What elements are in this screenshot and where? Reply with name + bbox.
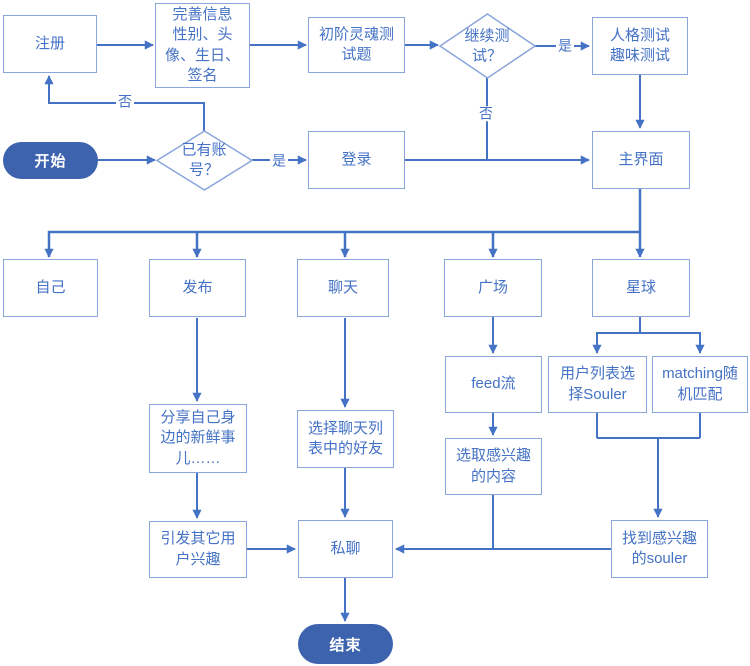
node-matching: matching随 机匹配 xyxy=(652,356,748,413)
continue-test-text: 继续测 试？ xyxy=(464,27,510,65)
node-share-label: 分享自己身 边的新鲜事 儿…… xyxy=(160,408,236,467)
node-square: 广场 xyxy=(444,259,542,317)
node-start: 开始 xyxy=(3,142,98,179)
node-register-label: 注册 xyxy=(34,34,65,52)
node-find-souler: 找到感兴趣 的souler xyxy=(611,520,708,578)
edge-label-continue-no: 否 xyxy=(477,105,495,122)
node-user-list-label: 用户列表选 择Souler xyxy=(559,365,635,403)
node-feed-label: feed流 xyxy=(471,375,516,393)
node-personality-test-label: 人格测试 趣味测试 xyxy=(609,26,670,64)
node-profile: 完善信息 性别、头 像、生日、 签名 xyxy=(155,3,250,88)
decision-continue-test xyxy=(438,13,537,79)
has-account-text: 已有账 号？ xyxy=(181,141,227,179)
node-main-ui-label: 主界面 xyxy=(618,150,664,168)
node-choose-friend-label: 选择聊天列 表中的好友 xyxy=(307,419,383,457)
node-personality-test: 人格测试 趣味测试 xyxy=(592,17,688,75)
node-share: 分享自己身 边的新鲜事 儿…… xyxy=(149,404,247,473)
edge-planet-to-matching xyxy=(640,332,705,354)
edge-label-continue-yes: 是 xyxy=(556,37,574,54)
node-start-label: 开始 xyxy=(34,153,67,170)
node-planet: 星球 xyxy=(592,259,690,317)
node-private-chat: 私聊 xyxy=(298,520,393,578)
node-user-list: 用户列表选 择Souler xyxy=(548,356,647,413)
node-self-label: 自己 xyxy=(35,278,66,296)
node-register: 注册 xyxy=(3,15,97,73)
node-pick-content: 选取感兴趣 的内容 xyxy=(445,438,542,495)
edge-trunk-to-self xyxy=(44,230,640,258)
node-login: 登录 xyxy=(308,131,405,189)
node-find-souler-label: 找到感兴趣 的souler xyxy=(621,529,697,567)
decision-has-account xyxy=(155,130,254,191)
node-login-label: 登录 xyxy=(341,150,372,168)
node-end-label: 结束 xyxy=(329,636,362,654)
node-feed: feed流 xyxy=(445,356,542,413)
node-private-chat-label: 私聊 xyxy=(330,539,361,557)
node-pick-content-label: 选取感兴趣 的内容 xyxy=(455,447,531,485)
node-end: 结束 xyxy=(298,624,393,664)
node-planet-label: 星球 xyxy=(625,278,656,296)
node-arouse-interest: 引发其它用 户兴趣 xyxy=(149,521,247,578)
node-main-ui: 主界面 xyxy=(592,131,690,189)
node-matching-label: matching随 机匹配 xyxy=(662,365,738,403)
node-soul-test: 初阶灵魂测 试题 xyxy=(308,17,405,73)
node-profile-label: 完善信息 性别、头 像、生日、 签名 xyxy=(164,5,240,84)
edge-label-account-yes: 是 xyxy=(270,152,288,169)
node-chat: 聊天 xyxy=(297,259,389,317)
edge-planet-to-user-list xyxy=(592,317,641,354)
node-square-label: 广场 xyxy=(477,278,508,296)
node-chat-label: 聊天 xyxy=(327,278,358,296)
node-has-account-label: 已有账 号？ xyxy=(181,141,226,180)
node-publish-label: 发布 xyxy=(182,278,213,296)
node-choose-friend: 选择聊天列 表中的好友 xyxy=(297,410,394,468)
edge-label-account-no: 否 xyxy=(116,93,134,110)
node-arouse-interest-label: 引发其它用 户兴趣 xyxy=(160,530,236,568)
node-continue-test-label: 继续测 试？ xyxy=(464,27,509,66)
node-self: 自己 xyxy=(3,259,98,317)
node-soul-test-label: 初阶灵魂测 试题 xyxy=(318,25,394,63)
node-publish: 发布 xyxy=(149,259,246,317)
